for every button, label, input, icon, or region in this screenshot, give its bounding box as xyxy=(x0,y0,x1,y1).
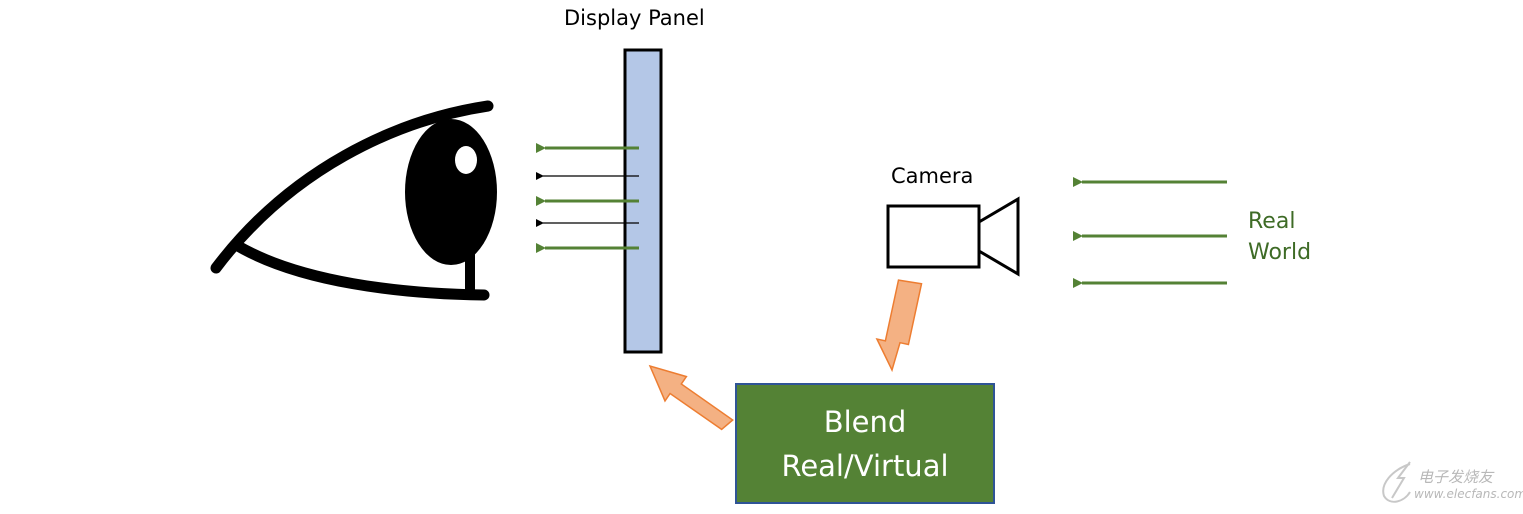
camera-to-blend-arrow xyxy=(875,279,923,373)
eye-icon xyxy=(210,100,497,301)
watermark-url: www.elecfans.com xyxy=(1414,487,1523,501)
real-world-label: Real World xyxy=(1248,206,1311,268)
real-world-label-line2: World xyxy=(1248,240,1312,265)
camera-label: Camera xyxy=(891,164,974,188)
elecfans-logo-icon xyxy=(1382,461,1411,503)
blend-to-panel-arrow xyxy=(648,364,734,431)
watermark-text: 电子发烧友 xyxy=(1418,468,1494,486)
real-world-label-line1: Real xyxy=(1248,209,1296,234)
blend-label-line1: Blend xyxy=(823,404,907,439)
blend-label-line2: Real/Virtual xyxy=(781,448,949,483)
video-camera-icon xyxy=(886,196,1020,277)
display-panel-label: Display Panel xyxy=(564,6,705,30)
blend-box: Blend Real/Virtual xyxy=(735,383,995,504)
